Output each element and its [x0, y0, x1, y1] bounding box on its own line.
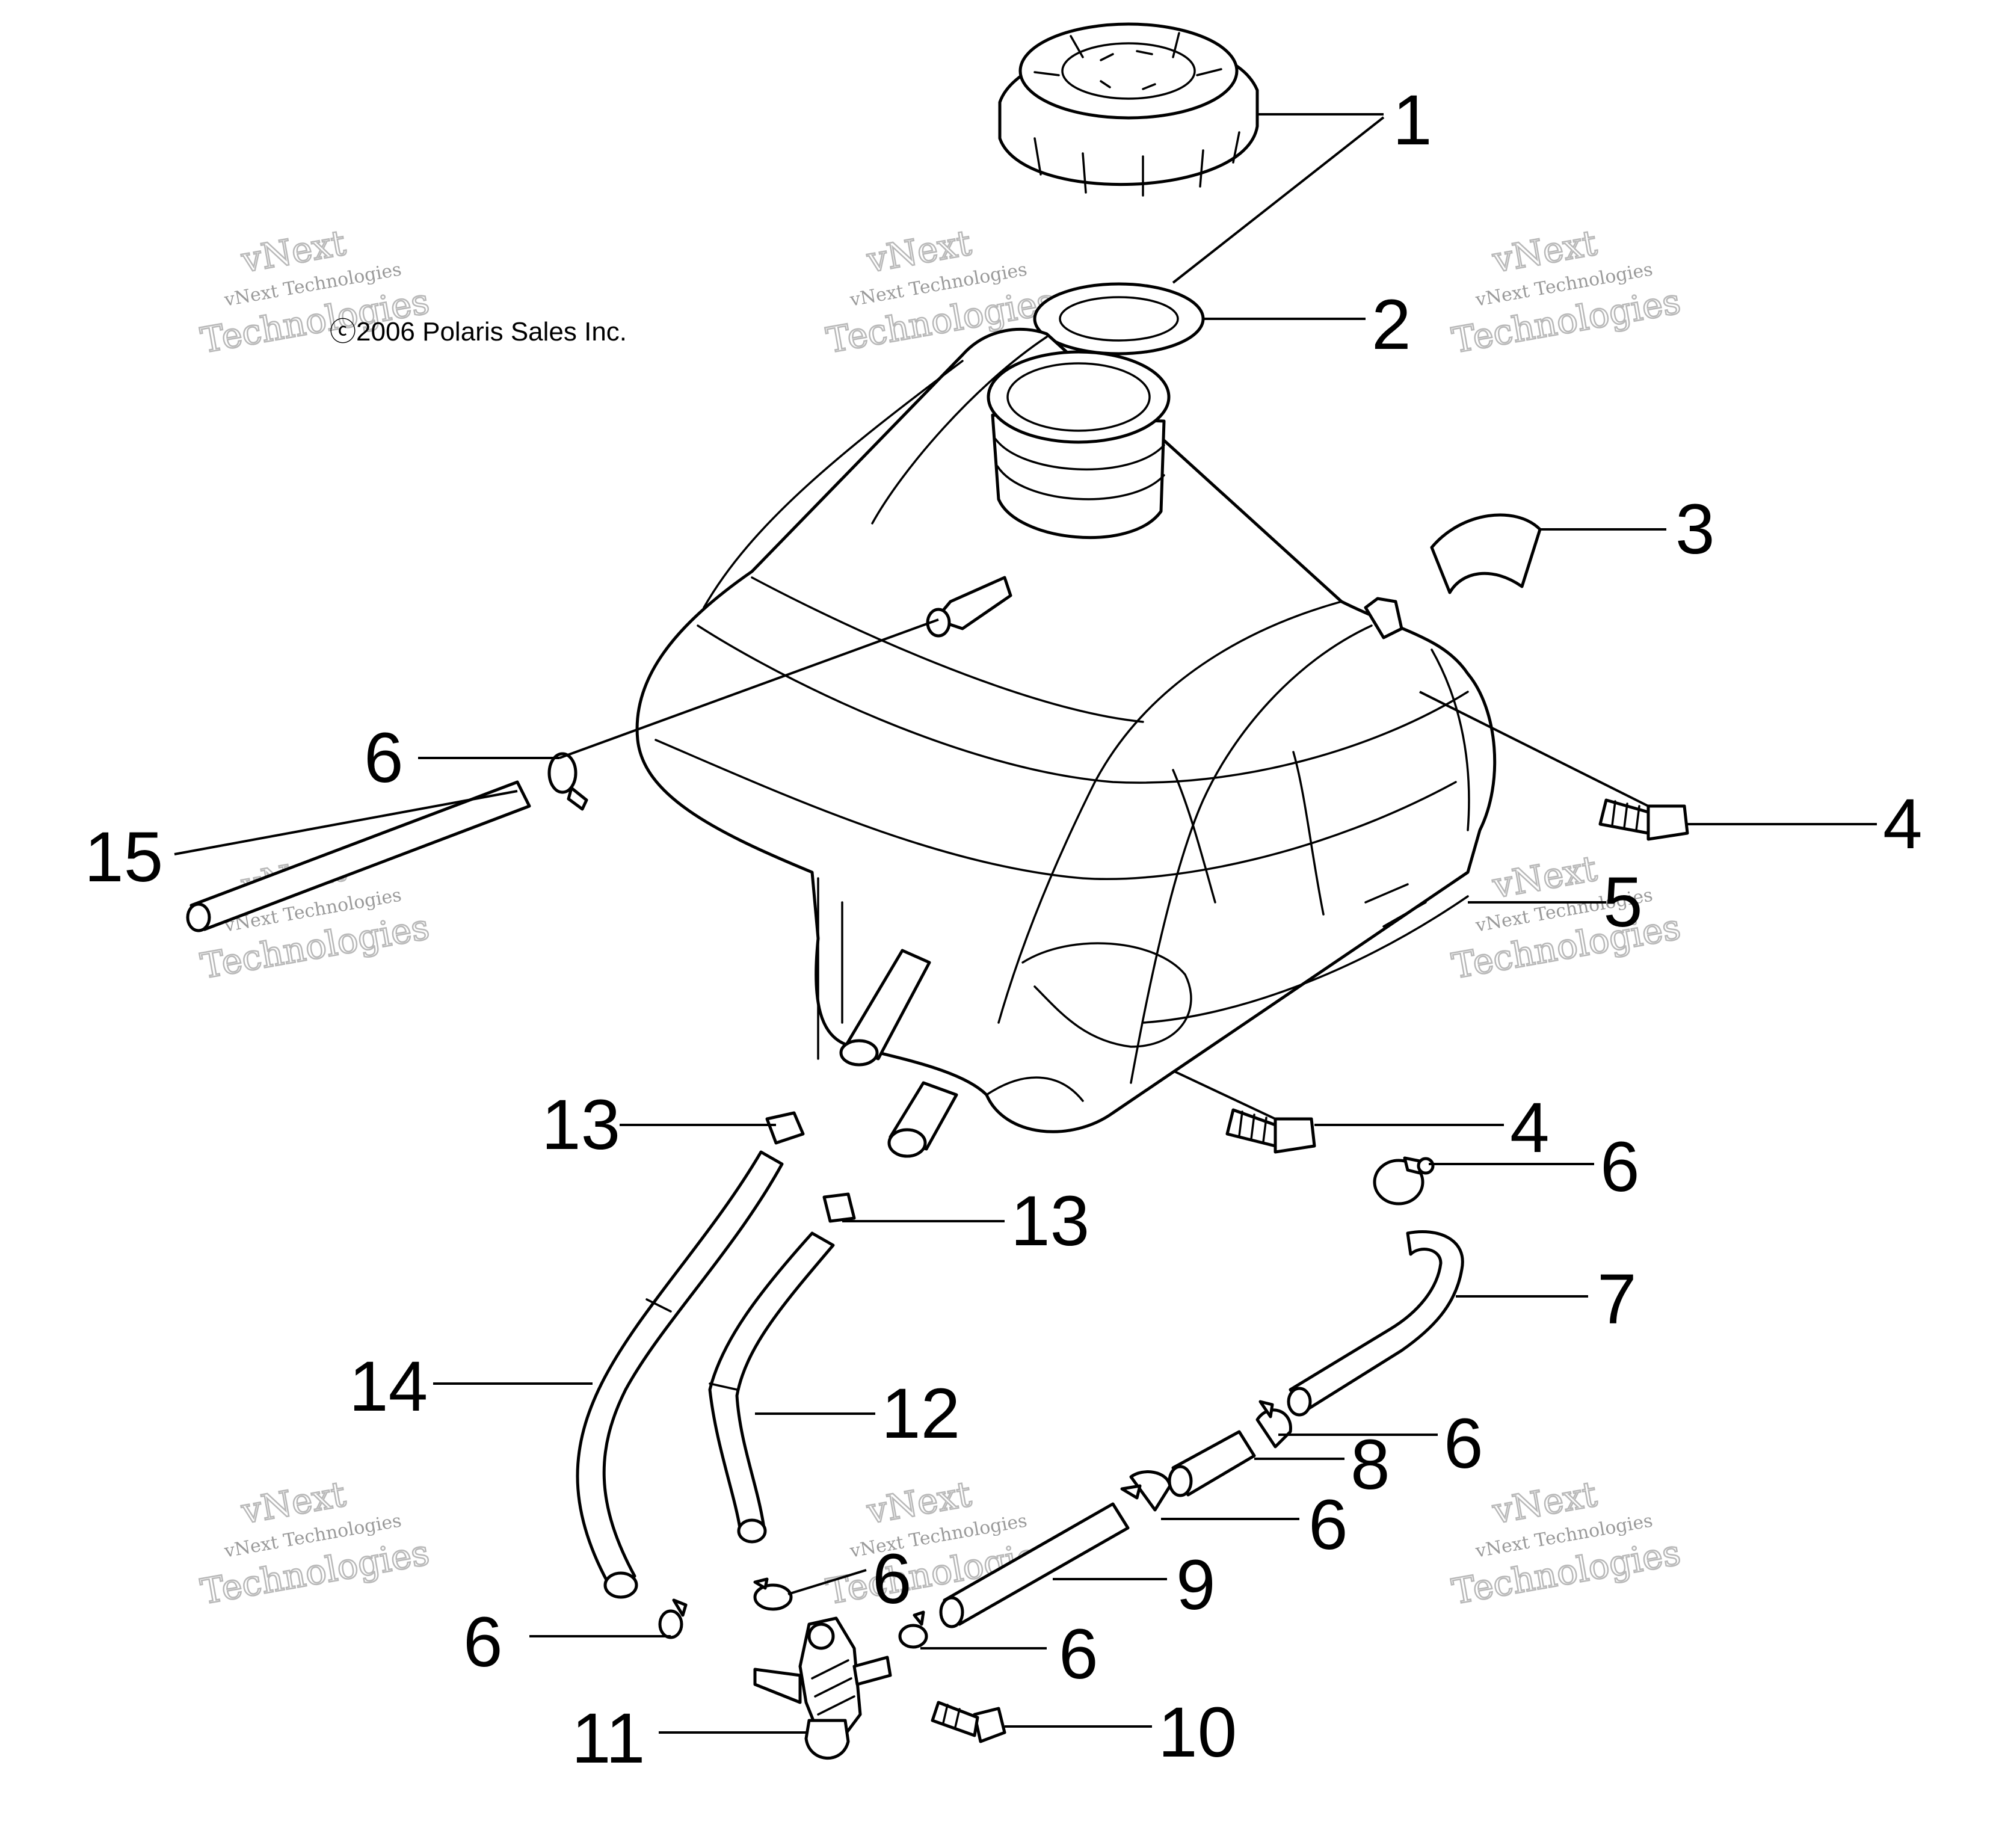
fuel-hose-left [576, 1150, 784, 1599]
watermark-bottom-left: vNext vNext Technologies Technologies [197, 1473, 433, 1613]
leader-lines [174, 113, 1877, 1734]
callout-4-lower: 4 [1510, 1088, 1550, 1168]
clamp-vent [547, 752, 588, 811]
clamp-hose-7-bottom [1255, 1400, 1292, 1449]
callout-6-hose-8: 6 [1308, 1485, 1348, 1565]
petcock-screw [931, 1701, 1006, 1743]
fuel-petcock [753, 1616, 892, 1760]
hose-clamp-right-spigot [822, 1192, 856, 1223]
callout-12: 12 [881, 1374, 960, 1453]
fuel-tank [635, 327, 1497, 1158]
clamp-hose-8 [1120, 1470, 1172, 1512]
vent-hose [186, 780, 531, 932]
callout-9: 9 [1176, 1545, 1216, 1625]
watermark-mid-right: vNext vNext Technologies Technologies [1448, 847, 1684, 987]
clamp-hose-7-top [1373, 1156, 1435, 1206]
callout-14: 14 [349, 1347, 428, 1426]
rubber-pad [1430, 513, 1542, 594]
callout-3: 3 [1675, 490, 1715, 569]
callout-5: 5 [1603, 863, 1643, 942]
copyright-text: ⓒ2006 Polaris Sales Inc. [330, 317, 627, 346]
callout-6-hose-14: 6 [463, 1603, 503, 1682]
callout-6-petcock-right: 6 [1059, 1615, 1098, 1694]
callout-1: 1 [1393, 81, 1432, 160]
watermark-bottom-right: vNext vNext Technologies Technologies [1448, 1473, 1684, 1613]
callout-4-upper: 4 [1883, 784, 1923, 864]
callout-6-hose-7-top: 6 [1600, 1127, 1640, 1207]
callout-10: 10 [1158, 1693, 1237, 1772]
clamp-petcock-right [898, 1610, 928, 1649]
fuel-cap [998, 22, 1259, 197]
callout-8: 8 [1351, 1425, 1390, 1505]
callout-13-right: 13 [1011, 1181, 1089, 1261]
screw-upper [1598, 798, 1689, 841]
clamp-petcock-left [753, 1577, 793, 1611]
callout-15: 15 [84, 818, 163, 897]
watermark-top-right: vNext vNext Technologies Technologies [1448, 221, 1684, 362]
callout-2: 2 [1372, 285, 1411, 365]
short-hose [1168, 1430, 1256, 1497]
fuel-cap-gasket [1033, 282, 1205, 356]
hose-to-petcock [939, 1502, 1130, 1628]
callout-6-vent: 6 [364, 718, 404, 798]
fuel-hose-right [708, 1231, 835, 1544]
hose-clamp-left-spigot [765, 1111, 805, 1145]
callout-11: 11 [571, 1699, 645, 1778]
watermark-top-center: vNext vNext Technologies Technologies [822, 221, 1058, 362]
vent-hose-bent [1287, 1230, 1464, 1417]
screw-lower [1225, 1108, 1316, 1154]
clamp-hose-14 [658, 1598, 688, 1639]
callout-13-left: 13 [541, 1085, 620, 1165]
callout-6-petcock-left: 6 [872, 1539, 912, 1619]
callout-7: 7 [1597, 1260, 1637, 1339]
callout-6-hose-7-bottom: 6 [1444, 1404, 1483, 1483]
callout-numbers: 1 2 3 4 4 5 6 6 6 6 6 6 6 7 8 9 10 11 12… [84, 81, 1923, 1778]
